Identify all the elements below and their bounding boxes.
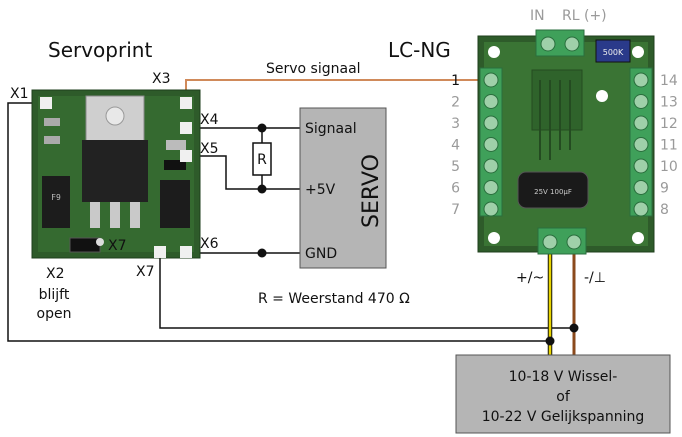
terminal-screw-right: [633, 115, 649, 131]
lcng-label-rl: RL (+): [562, 8, 607, 24]
power-line-3: 10-22 V Gelijkspanning: [482, 409, 645, 425]
lcng-left-pin-numbers: 1 2 3 4 5 6 7: [451, 73, 460, 218]
terminal-screw-right: [633, 137, 649, 152]
label-x2: X2: [46, 266, 65, 282]
servo-pin-gnd: GND: [305, 246, 337, 262]
label-x7-board: X7: [108, 238, 127, 254]
label-x2-note-1: blijft: [39, 287, 70, 303]
resistor-label: R: [257, 152, 267, 168]
pad-x5: [180, 150, 192, 162]
lcng-left-pin-number: 4: [451, 138, 460, 154]
junctions: [257, 123, 579, 346]
terminal-screw-right: [633, 201, 649, 217]
lcng-board: 500K 25V 100µF: [477, 29, 655, 255]
lcng-left-pin-number: 2: [451, 95, 460, 111]
lcng-right-pin-number: 13: [660, 95, 678, 111]
terminal-screw-left: [483, 94, 499, 109]
wire-x1-ground: [7, 102, 550, 342]
terminal-screw-right: [633, 158, 649, 174]
lcng-right-pin-number: 9: [660, 181, 669, 197]
lcng-label-plus: +/~: [516, 270, 544, 286]
servo-box: Signaal +5V GND SERVO: [299, 107, 387, 269]
pad-x7: [154, 246, 166, 258]
terminal-screw-left: [483, 180, 499, 195]
label-x3: X3: [152, 71, 171, 87]
power-line-2: of: [556, 389, 571, 405]
lcng-left-pin-number: 1: [451, 73, 460, 89]
label-x4: X4: [200, 112, 219, 128]
servo-signal-label: Servo signaal: [266, 61, 361, 77]
lcng-title: LC-NG: [388, 38, 451, 62]
transistor-left: [42, 176, 70, 228]
servo-pin-signaal: Signaal: [305, 121, 357, 137]
pad-x1: [40, 97, 52, 109]
wire-x7-line: [159, 253, 574, 329]
terminal-screw-left: [483, 137, 499, 152]
servo-pin-plus: +5V: [305, 182, 336, 198]
label-x1: X1: [10, 86, 29, 102]
servoprint-title: Servoprint: [48, 38, 152, 62]
terminal-screw-left: [483, 201, 499, 217]
lcng-right-pin-numbers: 14 13 12 11 10 9 8: [660, 73, 678, 218]
lcng-right-pin-number: 14: [660, 73, 678, 89]
wire-x5-plus: [186, 155, 300, 190]
lcng-left-pin-number: 7: [451, 202, 460, 218]
lcng-right-pin-number: 8: [660, 202, 669, 218]
lcng-left-pin-number: 3: [451, 116, 460, 132]
lcng-label-in: IN: [530, 8, 545, 24]
pad-x4: [180, 122, 192, 134]
servoprint-board: F9: [31, 89, 201, 259]
jumper-x2: [69, 237, 101, 253]
terminal-screw-right: [633, 94, 649, 109]
pot-mark: 500K: [603, 48, 624, 57]
wire-servo-signal: [185, 79, 488, 100]
lcng-left-pin-number: 6: [451, 181, 460, 197]
transistor-right: [160, 180, 190, 228]
terminal-screw-left: [483, 72, 499, 88]
pad-x6: [180, 246, 192, 258]
resistor-note: R = Weerstand 470 Ω: [258, 291, 410, 307]
lcng-right-pin-number: 12: [660, 116, 678, 132]
terminal-screw-right: [633, 180, 649, 195]
svg-text:F9: F9: [51, 193, 61, 202]
terminal-screw-left: [483, 115, 499, 131]
label-x2-note-2: open: [37, 306, 72, 322]
resistor: [252, 142, 272, 176]
pad-x3: [180, 97, 192, 109]
power-line-1: 10-18 V Wissel-: [509, 369, 618, 385]
terminal-screw-left: [483, 158, 499, 174]
label-x6: X6: [200, 236, 219, 252]
cap-mark: 25V 100µF: [534, 188, 572, 196]
regulator-body: [82, 140, 148, 202]
label-x7-left: X7: [136, 264, 155, 280]
lcng-label-minus: -/⊥: [584, 270, 606, 286]
potentiometer: [595, 39, 631, 63]
capacitor: [517, 171, 589, 209]
lcng-right-pin-number: 11: [660, 138, 678, 154]
servo-name: SERVO: [359, 154, 384, 228]
lcng-left-pin-number: 5: [451, 159, 460, 175]
lcng-terminal-screws: [483, 72, 649, 217]
terminal-screw-right: [633, 72, 649, 88]
label-x5: X5: [200, 141, 219, 157]
power-supply-box: 10-18 V Wissel- of 10-22 V Gelijkspannin…: [455, 354, 671, 434]
lcng-right-pin-number: 10: [660, 159, 678, 175]
